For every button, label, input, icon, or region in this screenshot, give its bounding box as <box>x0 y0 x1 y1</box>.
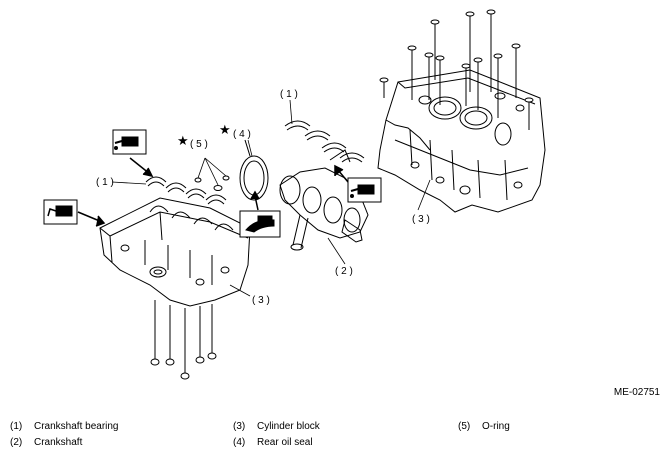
arrows <box>77 157 349 227</box>
o-rings <box>194 175 230 191</box>
callout-oring: ( 5 ) <box>190 139 208 150</box>
rear-oil-seal <box>239 139 269 201</box>
legend-item-1: (1) Crankshaft bearing <box>10 420 119 433</box>
leader-lines <box>111 99 431 297</box>
bearing-shells-top <box>284 120 365 163</box>
legend-label: Crankshaft bearing <box>34 421 119 432</box>
crankshaft <box>279 149 369 251</box>
callout-bearing-left: ( 1 ) <box>96 177 114 188</box>
legend-label: Cylinder block <box>257 421 320 432</box>
legend-item-3: (3) Cylinder block <box>233 420 320 433</box>
bearing-shells-left <box>145 176 227 205</box>
legend-number: (5) <box>458 421 471 432</box>
legend-number: (2) <box>10 437 23 448</box>
sealant-icon <box>43 199 78 225</box>
callout-seal: ( 4 ) <box>233 129 251 140</box>
legend-item-4: (4) Rear oil seal <box>233 436 313 449</box>
callout-crankshaft: ( 2 ) <box>335 266 353 277</box>
grease-hand-icon <box>239 210 281 238</box>
legend-number: (3) <box>233 421 246 432</box>
legend-item-2: (2) Crankshaft <box>10 436 82 449</box>
block-bolts-right <box>379 9 534 130</box>
cylinder-block-right <box>377 69 546 213</box>
cylinder-block-left <box>99 197 251 307</box>
callout-block-left: ( 3 ) <box>252 295 270 306</box>
star-icon-seal: ★ <box>219 122 231 137</box>
oil-can-icon <box>347 177 382 203</box>
legend-number: (1) <box>10 421 23 432</box>
figure-id: ME-02751 <box>613 387 660 398</box>
legend-label: Crankshaft <box>34 437 83 448</box>
legend-item-5: (5) O-ring <box>458 420 510 433</box>
star-icon-oring: ★ <box>177 133 189 148</box>
callout-bearing-top: ( 1 ) <box>280 89 298 100</box>
oil-can-icon <box>112 129 147 155</box>
legend-label: O-ring <box>482 421 510 432</box>
callout-block-right: ( 3 ) <box>412 214 430 225</box>
legend-number: (4) <box>233 437 246 448</box>
block-bolts-left <box>150 300 217 380</box>
legend-label: Rear oil seal <box>257 437 313 448</box>
